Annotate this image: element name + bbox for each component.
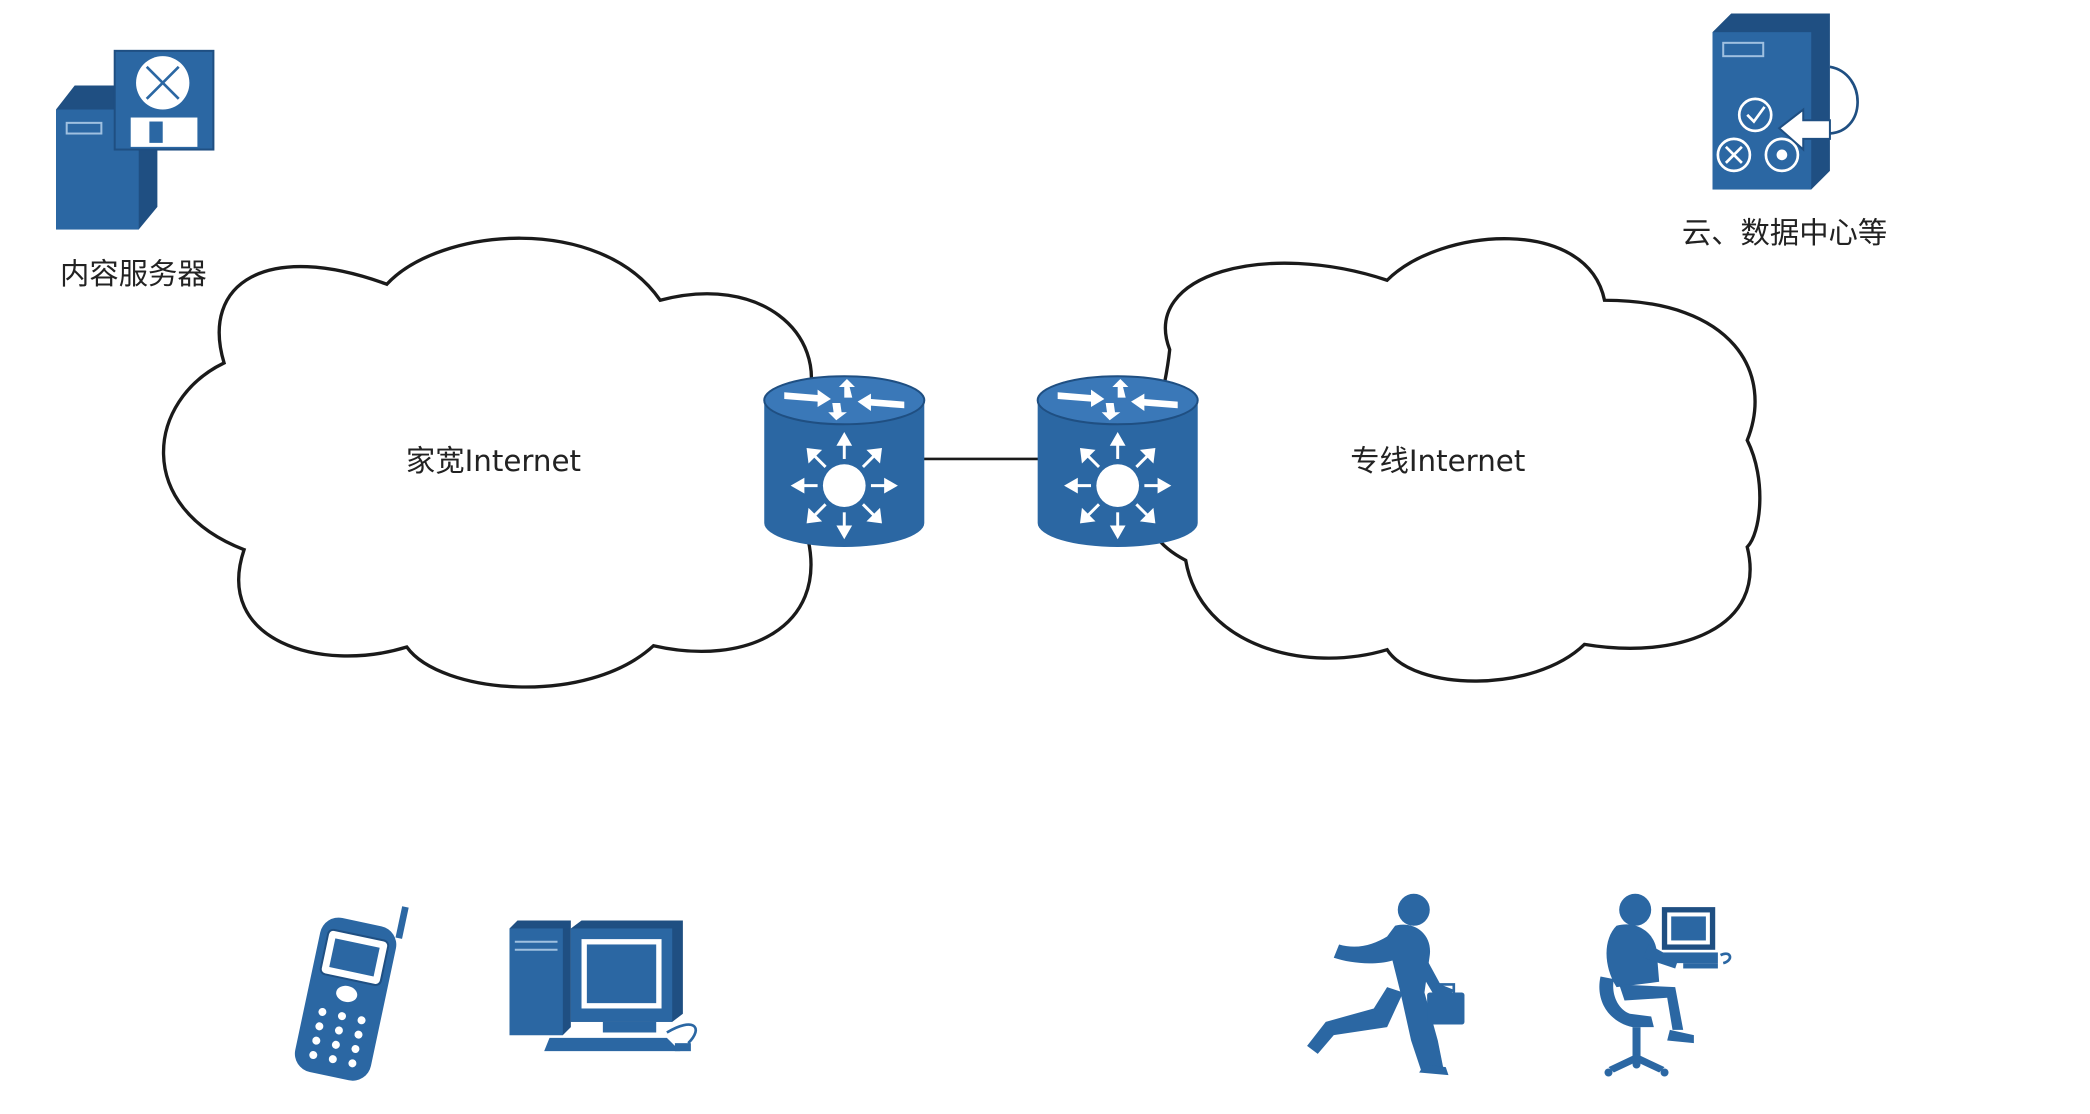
home-cloud: 家宽Internet [161, 236, 832, 689]
dedicated-cloud: 专线Internet [1141, 237, 1762, 683]
home-cloud-outline [161, 236, 832, 689]
office-worker-icon [1599, 893, 1732, 1077]
cloud-datacenter-icon [1712, 13, 1859, 190]
content-server-icon [56, 49, 215, 230]
cloud-datacenter-label: 云、数据中心等 [1682, 216, 1887, 250]
content-server-label: 内容服务器 [60, 257, 207, 291]
router-left-icon [762, 374, 926, 549]
router-right-icon [1036, 374, 1200, 549]
dedicated-cloud-outline [1141, 237, 1762, 683]
desktop-computer-icon [509, 920, 698, 1052]
running-businessman-icon [1307, 893, 1465, 1076]
mobile-phone-icon [294, 906, 409, 1081]
home-cloud-label: 家宽Internet [406, 444, 581, 478]
dedicated-cloud-label: 专线Internet [1350, 444, 1525, 478]
